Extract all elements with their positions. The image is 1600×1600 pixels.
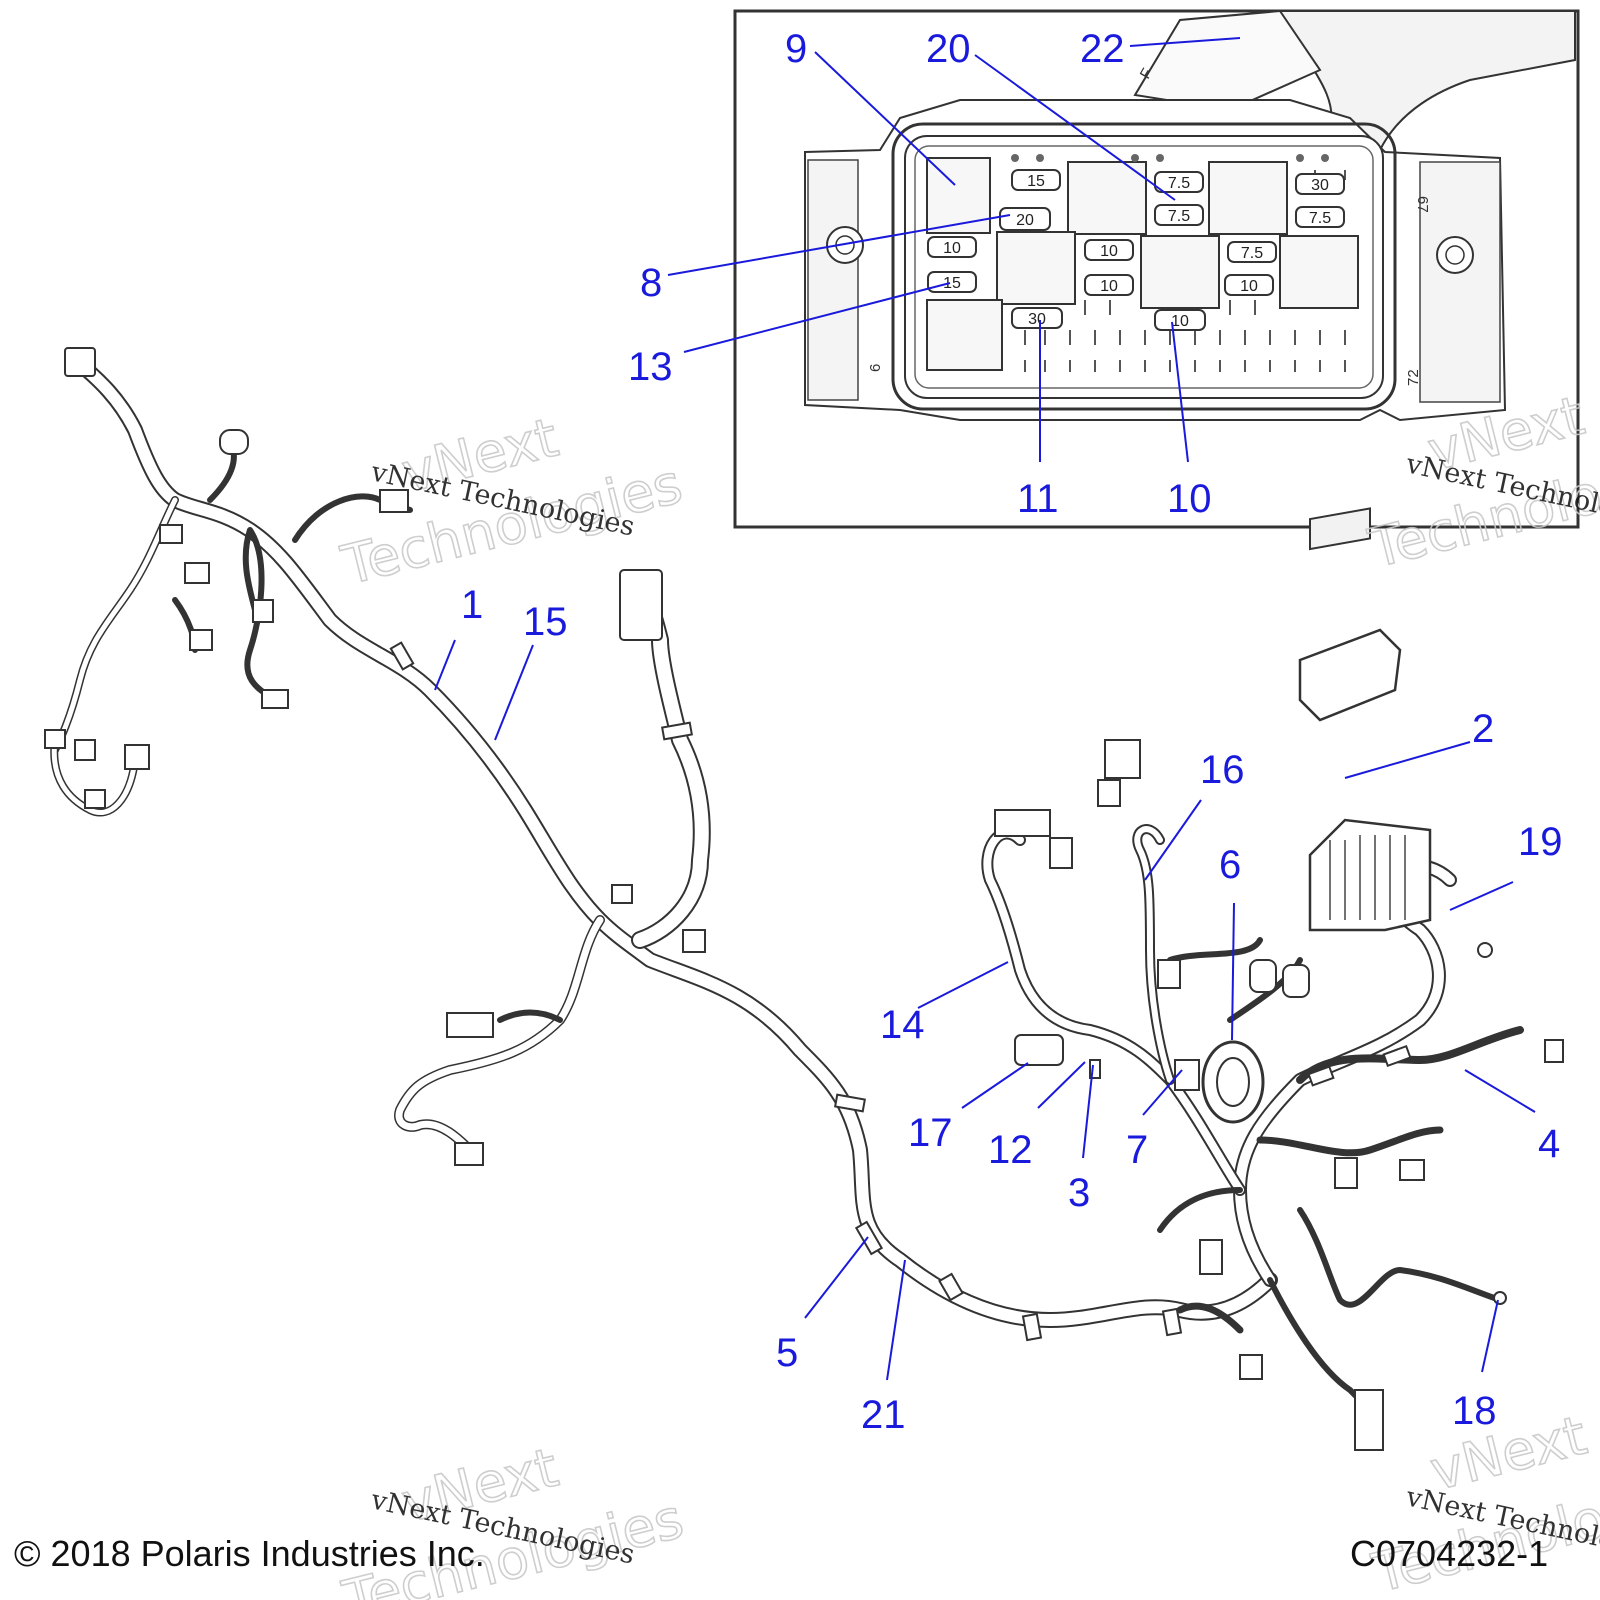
- callout-17: 17: [908, 1111, 953, 1155]
- callout-21: 21: [861, 1393, 906, 1437]
- callout-20: 20: [926, 27, 971, 71]
- svg-text:7.5: 7.5: [1168, 175, 1190, 192]
- main-harness: [44, 347, 1564, 1451]
- callout-10: 10: [1167, 477, 1212, 521]
- callout-2: 2: [1472, 707, 1494, 751]
- mini-fuse: 30: [1011, 307, 1063, 329]
- callout-5: 5: [776, 1331, 798, 1375]
- mini-fuse: 10: [1154, 309, 1206, 331]
- callout-4: 4: [1538, 1122, 1560, 1166]
- mini-fuse: 7.5: [1154, 171, 1204, 193]
- mini-fuse: 10: [927, 236, 977, 258]
- mini-fuse: 15: [1011, 169, 1061, 191]
- mini-fuse: 10: [1224, 274, 1274, 296]
- svg-text:15: 15: [943, 275, 961, 292]
- mini-fuse: 10: [1084, 239, 1134, 261]
- svg-text:7.5: 7.5: [1309, 210, 1331, 227]
- svg-text:67: 67: [1414, 196, 1431, 213]
- callout-15: 15: [523, 600, 568, 644]
- callout-8: 8: [640, 261, 662, 305]
- drawing-number: C0704232-1: [1350, 1533, 1548, 1574]
- mini-fuse: 20: [999, 207, 1051, 231]
- callout-18: 18: [1452, 1389, 1497, 1433]
- callout-12: 12: [988, 1128, 1033, 1172]
- svg-text:7.5: 7.5: [1168, 208, 1190, 225]
- svg-text:30: 30: [1311, 177, 1329, 194]
- svg-text:10: 10: [1100, 243, 1118, 260]
- mini-fuse: 10: [1084, 274, 1134, 296]
- callout-1: 1: [461, 583, 483, 627]
- mini-fuse: 10: [0, 0, 18, 4]
- svg-text:15: 15: [1027, 173, 1045, 190]
- callout-22: 22: [1080, 27, 1125, 71]
- svg-text:20: 20: [1016, 212, 1034, 229]
- mini-fuse: 15: [927, 271, 977, 293]
- svg-text:10: 10: [1171, 313, 1189, 330]
- callout-7: 7: [1126, 1128, 1148, 1172]
- svg-text:6: 6: [867, 364, 884, 372]
- callout-9: 9: [785, 27, 807, 71]
- mini-fuse: 7.5: [1295, 206, 1345, 228]
- callout-3: 3: [1068, 1171, 1090, 1215]
- svg-text:10: 10: [1240, 278, 1258, 295]
- watermarks: vNext Technologies vNext Technologies vN…: [334, 383, 1600, 1600]
- mini-fuse: 7.5: [1227, 241, 1277, 263]
- callout-19: 19: [1518, 820, 1563, 864]
- callout-6: 6: [1219, 843, 1241, 887]
- mini-fuse: 7.5: [1154, 204, 1204, 226]
- callout-11: 11: [1017, 477, 1059, 521]
- copyright-text: © 2018 Polaris Industries Inc.: [14, 1533, 485, 1574]
- svg-text:72: 72: [1405, 369, 1422, 386]
- leader-lines: [434, 37, 1536, 1381]
- svg-text:10: 10: [943, 240, 961, 257]
- svg-text:30: 30: [1028, 311, 1046, 328]
- svg-text:7.5: 7.5: [1241, 245, 1263, 262]
- fuse-box-inset: F: [0, 0, 1580, 529]
- svg-text:10: 10: [1100, 278, 1118, 295]
- watermark-brand: vNext: [1424, 1404, 1592, 1503]
- mini-fuse: 30: [1295, 173, 1345, 195]
- callout-13: 13: [628, 345, 673, 389]
- callout-numbers: 1 2 3 4 5 6 7 8 9 10 11 12 13 14 15 16 1…: [461, 27, 1563, 1437]
- fuse-set: 15 20 7.5 7.5 30 7.5 10 15 10 10 10 7.5 …: [0, 0, 1345, 331]
- callout-16: 16: [1200, 748, 1245, 792]
- callout-14: 14: [880, 1003, 925, 1047]
